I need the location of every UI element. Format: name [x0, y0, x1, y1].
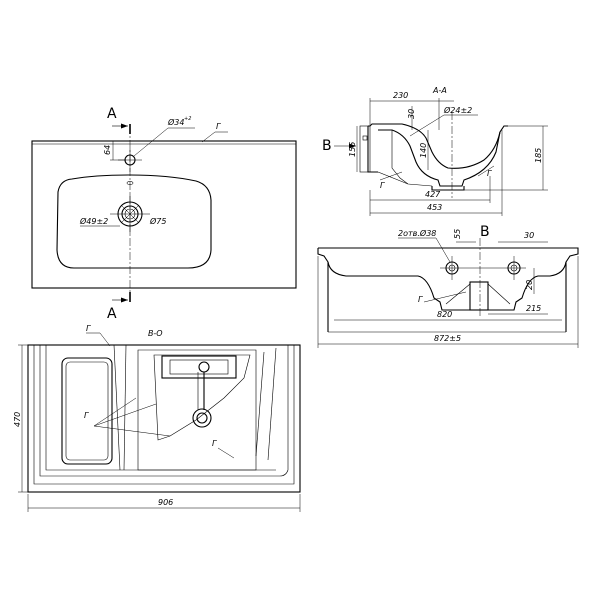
section-inner-wall: [378, 129, 501, 187]
section-mark-top: A: [107, 106, 117, 122]
bottom-dim-width: 906: [158, 498, 173, 507]
top-view: A A Ø34 +2 Г 64 Ø49±2 Ø75: [31, 106, 297, 322]
section-dim-185: 185: [534, 148, 543, 163]
front-dim-55: 55: [453, 229, 462, 239]
front-dim-total: 872±5: [434, 334, 461, 343]
top-glaze-mark: Г: [216, 122, 221, 131]
top-outline: [31, 140, 297, 289]
section-view: A-A B 230 30 Ø24±2 156 140: [322, 86, 548, 216]
bottom-view-label: B-O: [148, 329, 163, 338]
front-holes-note: 2отв.Ø38: [398, 228, 436, 238]
front-view: 2отв.Ø38 B 55 30 20 215 820 872±5 Г: [317, 224, 579, 348]
bottom-glaze-left: Г: [84, 411, 89, 420]
section-glaze-left: Г: [380, 181, 385, 190]
drain-hole-label: Ø49±2: [79, 216, 108, 226]
front-drain-spigot: [469, 281, 489, 311]
bottom-overflow-hole: [198, 361, 210, 373]
front-dim-20: 20: [525, 280, 534, 290]
front-view-mark: B: [480, 224, 490, 240]
front-dim-30: 30: [524, 231, 534, 240]
dim-64: 64: [103, 145, 112, 155]
section-glaze-right: Г: [487, 169, 492, 178]
front-glaze-mark: Г: [418, 295, 423, 304]
tap-hole-tol: +2: [184, 116, 191, 122]
section-outline: [367, 123, 508, 173]
section-dim-30: 30: [407, 109, 416, 119]
bottom-view: Г B-O Г Г 470 906: [13, 324, 301, 512]
bottom-glaze-top: Г: [86, 324, 91, 333]
bottom-glaze-right: Г: [212, 439, 217, 448]
bottom-drain-outer: [192, 408, 212, 428]
section-dim-156: 156: [348, 142, 357, 157]
section-view-mark: B: [322, 138, 332, 154]
section-title: A-A: [432, 86, 447, 95]
bottom-outline: [27, 344, 301, 493]
bottom-overflow-block: [161, 355, 237, 379]
bottom-drain-inner: [196, 412, 208, 424]
bottom-left-box: [61, 357, 113, 465]
bottom-dim-height: 470: [13, 412, 22, 427]
section-dim-140: 140: [419, 143, 428, 158]
front-dim-820: 820: [437, 310, 452, 319]
tap-hole-label: Ø34: [167, 117, 184, 127]
drain-angle-label: Ø75: [149, 216, 166, 226]
front-dim-215: 215: [526, 304, 541, 313]
section-dim-427: 427: [425, 190, 441, 199]
section-dim-230: 230: [393, 91, 408, 100]
overflow-hole-label: Ø24±2: [443, 105, 472, 115]
front-outer-edge: [317, 247, 579, 332]
section-dim-453: 453: [427, 203, 442, 212]
section-mark-bottom: A: [107, 306, 117, 322]
